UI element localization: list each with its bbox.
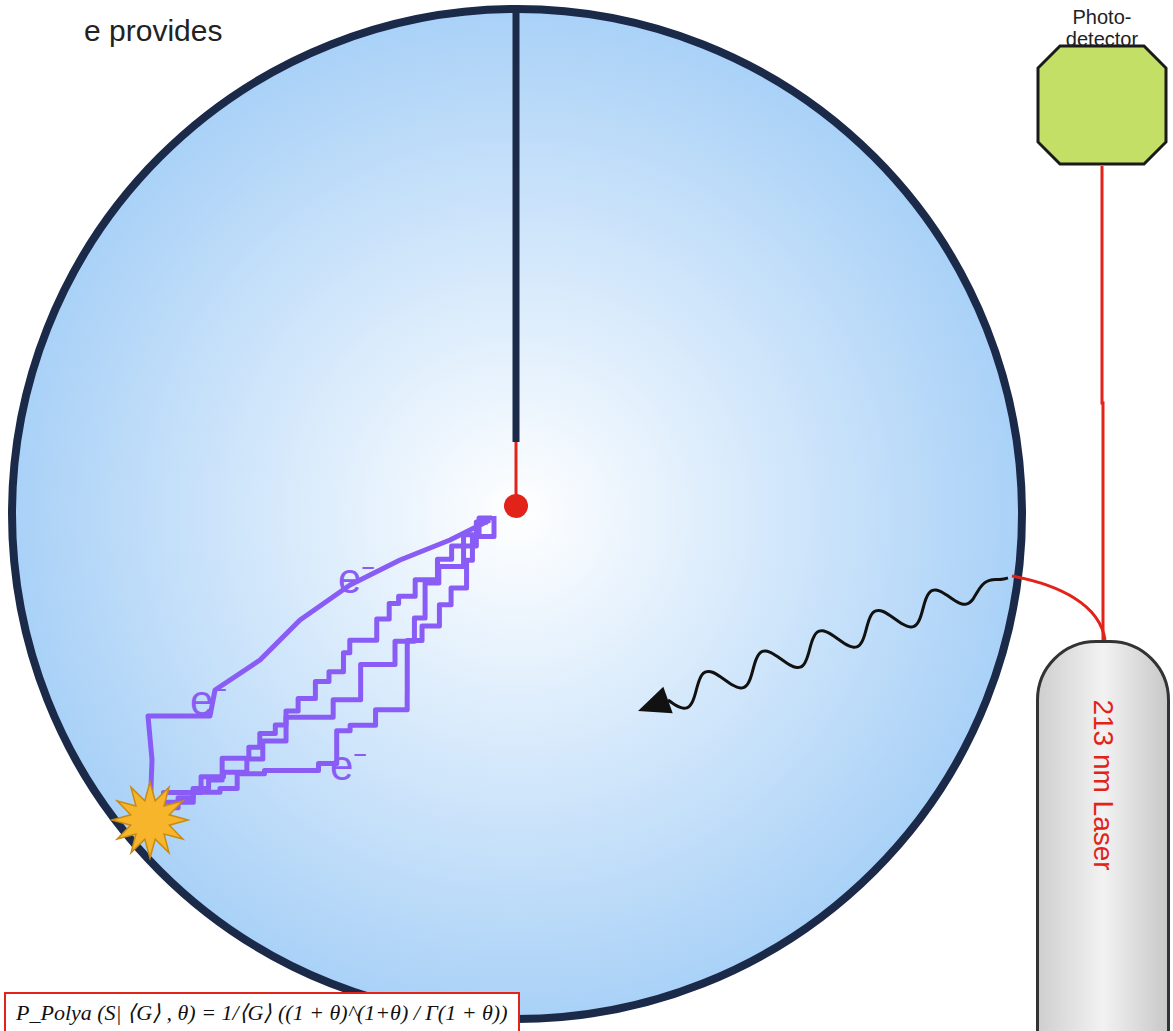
electron-label: e⁻ — [330, 735, 367, 792]
detector-body — [1038, 46, 1166, 164]
node-label: Photo- detector — [1054, 6, 1150, 50]
electron-track — [152, 516, 494, 814]
electron-tracks — [148, 516, 494, 818]
photon-path — [668, 578, 1008, 708]
support-rod — [513, 12, 520, 442]
node-label: 213 nm Laser — [1087, 699, 1119, 870]
sphere-vessel — [12, 9, 1022, 1019]
laser: 213 nm Laser — [1036, 640, 1170, 1031]
anode-ball — [504, 494, 528, 518]
electron-track — [148, 520, 490, 815]
formula-text: P_Polya (S| ⟨G⟩ , θ) = 1/⟨G⟩ ((1 + θ)^(1… — [16, 1000, 508, 1026]
cut-caption: e provides — [84, 14, 222, 48]
electron-label: e⁻ — [338, 548, 375, 605]
photon-arrowhead — [638, 687, 673, 713]
interaction-point — [112, 782, 188, 858]
fiber-line — [1102, 166, 1103, 640]
photodetector: Photo- detector — [1036, 6, 1168, 166]
electron-track — [150, 522, 488, 818]
formula-box: P_Polya (S| ⟨G⟩ , θ) = 1/⟨G⟩ ((1 + θ)^(1… — [4, 992, 520, 1031]
detector-octagon — [1036, 44, 1168, 166]
fiber-branch — [1012, 576, 1105, 640]
anode-wire — [515, 442, 518, 500]
electron-label: e⁻ — [190, 670, 227, 727]
